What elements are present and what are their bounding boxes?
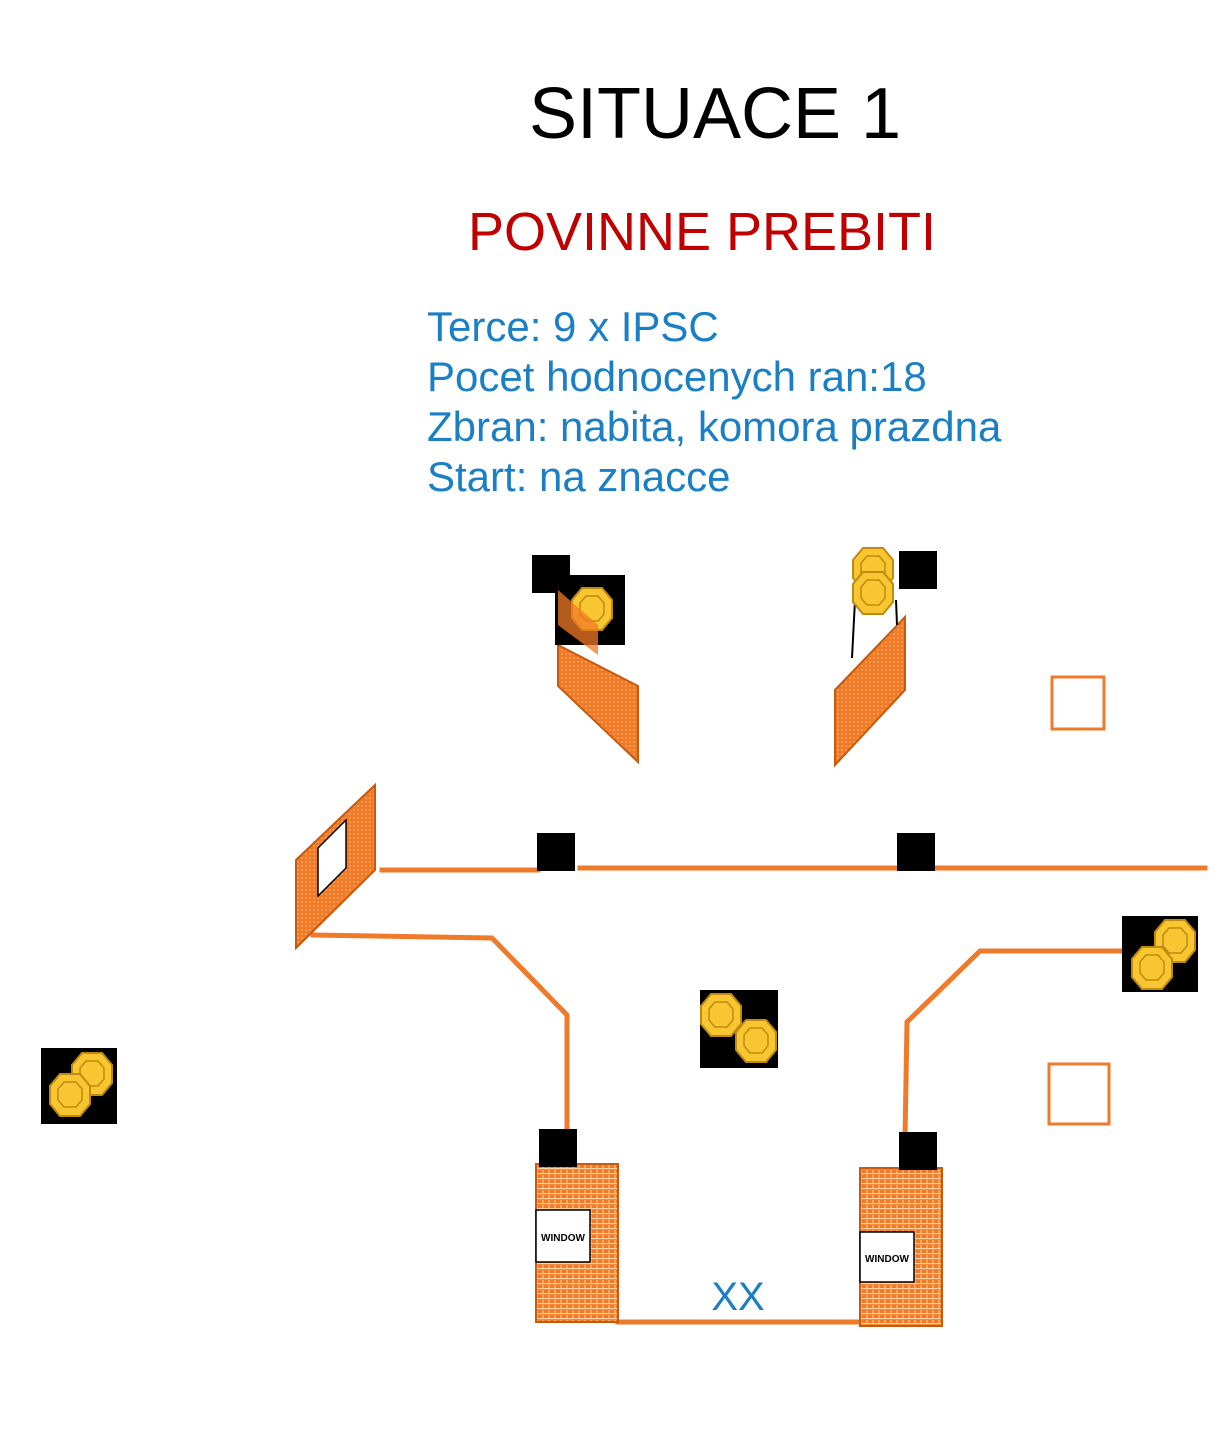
brick-wall-right: WINDOW: [859, 1167, 943, 1327]
no-shoot-target: [1047, 1062, 1111, 1126]
stage-info: Terce: 9 x IPSC Pocet hodnocenych ran:18…: [427, 302, 1001, 502]
page-title: SITUACE 1: [528, 74, 902, 154]
steel-plate: [539, 1129, 577, 1167]
window-label-left: WINDOW: [541, 1233, 585, 1244]
info-start: Start: na znacce: [427, 453, 731, 500]
steel-plate: [537, 833, 575, 871]
ipsc-target-group-center: [700, 990, 778, 1068]
steel-plates: [532, 551, 937, 1170]
brick-wall-left: WINDOW: [535, 1163, 619, 1323]
page-subtitle: POVINNE PREBITI: [467, 202, 937, 262]
ipsc-target-group-right: [1122, 916, 1198, 992]
barricade-upper-right: [834, 614, 906, 768]
info-weapon: Zbran: nabita, komora prazdna: [427, 403, 1002, 450]
ipsc-target-group-top-left: [555, 575, 625, 655]
barricade-upper-left: [557, 643, 639, 765]
ipsc-target-group-left: [41, 1048, 117, 1124]
window-barricade-left: [295, 782, 376, 951]
steel-plate: [899, 1132, 937, 1170]
steel-plate: [897, 833, 935, 871]
info-rounds: Pocet hodnocenych ran:18: [427, 353, 927, 400]
info-targets: Terce: 9 x IPSC: [427, 303, 719, 350]
no-shoot-target: [1050, 675, 1106, 731]
steel-plate: [899, 551, 937, 589]
wall-lines: [310, 865, 1208, 1325]
ipsc-target-group-top-right: [851, 547, 898, 659]
wall-segment: [310, 932, 570, 1133]
start-position-label: XX: [711, 1275, 764, 1319]
window-label-right: WINDOW: [865, 1254, 909, 1265]
wall-segment: [902, 948, 1123, 1141]
